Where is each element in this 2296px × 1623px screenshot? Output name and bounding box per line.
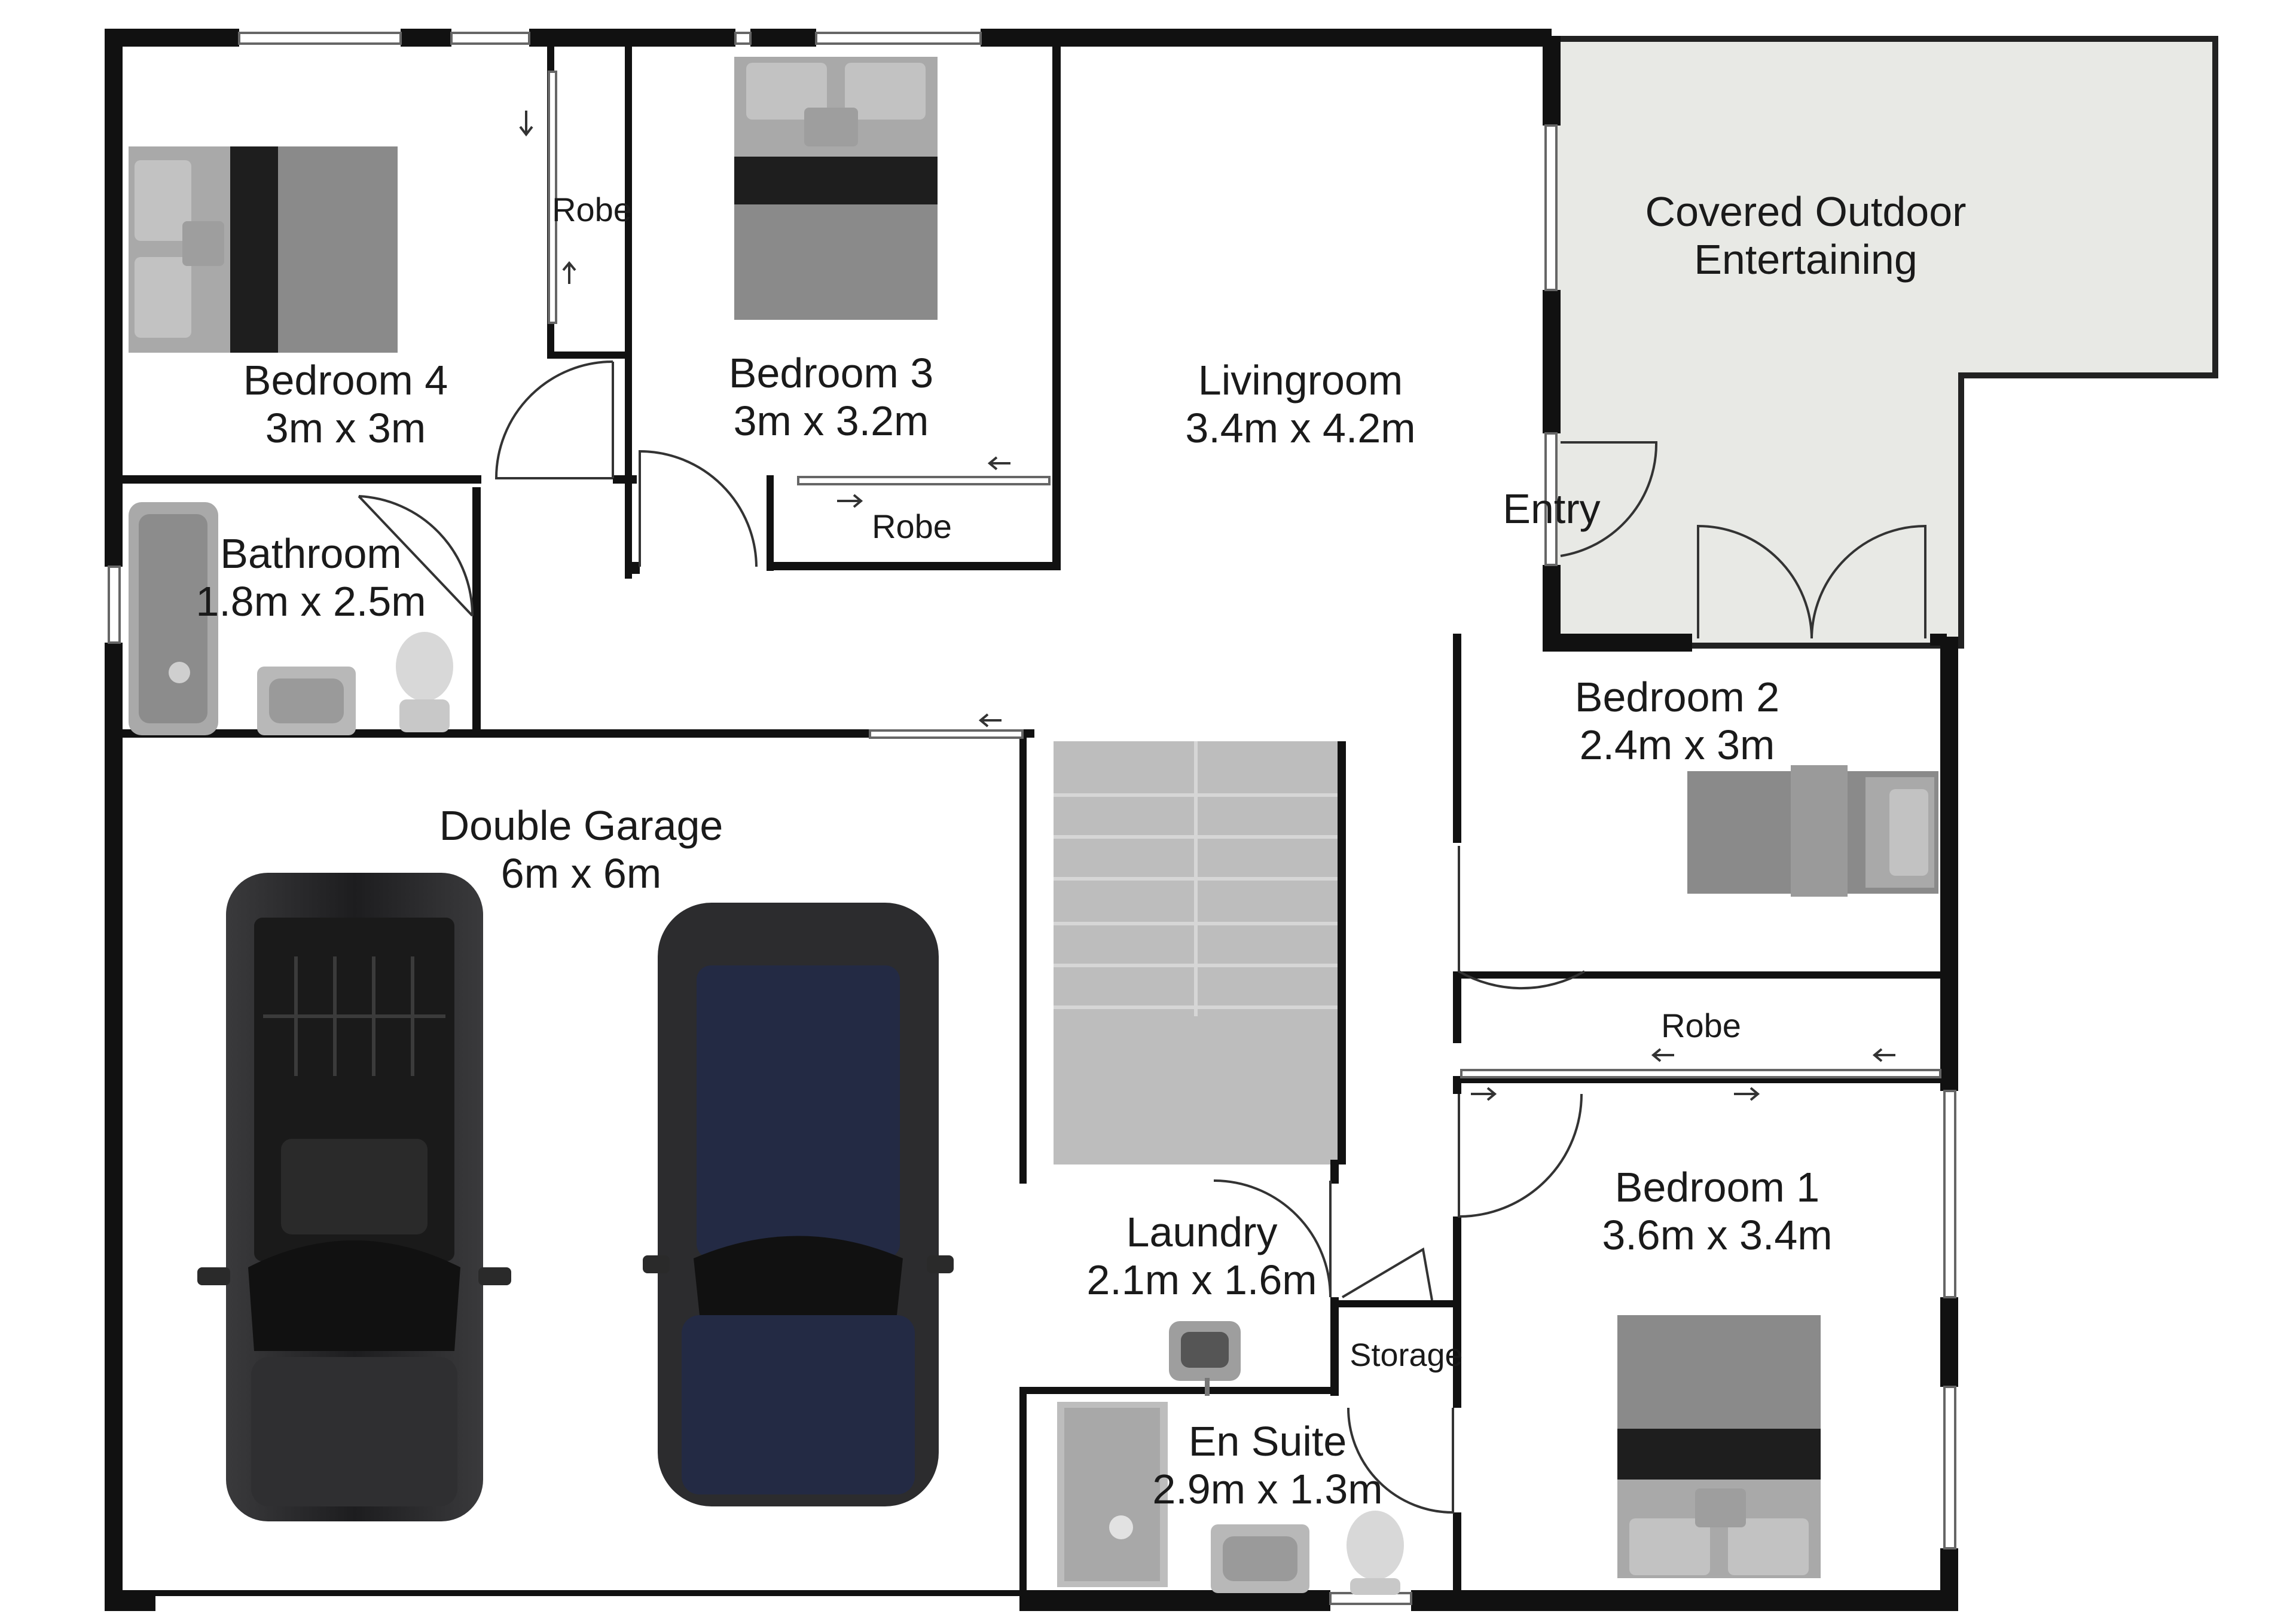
robe-bed3-label: Robe: [872, 508, 952, 545]
bathroom-size: 1.8m x 2.5m: [196, 578, 426, 625]
door-swing-icon: [358, 360, 1926, 1514]
stairs-icon: [1054, 741, 1338, 1164]
shower-icon: [1057, 1402, 1168, 1587]
outdoor-line2: Entertaining: [1694, 236, 1918, 283]
bedroom3-size: 3m x 3.2m: [734, 398, 929, 444]
room-labels: Bedroom 4 3m x 3m Robe Bedroom 3 3m x 3.…: [196, 188, 1966, 1512]
entry-label: Entry: [1503, 485, 1600, 532]
bathtub-icon: [129, 502, 218, 735]
sink-icon: [257, 667, 1309, 1593]
livingroom-name: Livingroom: [1198, 357, 1403, 404]
bathroom-name: Bathroom: [220, 530, 401, 577]
ensuite-name: En Suite: [1189, 1418, 1347, 1465]
bedroom3-name: Bedroom 3: [729, 350, 933, 396]
bed-icon: [129, 57, 1938, 1578]
livingroom-size: 3.4m x 4.2m: [1185, 405, 1415, 451]
robe-bed2-label: Robe: [1661, 1007, 1741, 1044]
toilet-icon: [396, 632, 1404, 1595]
laundry-size: 2.1m x 1.6m: [1086, 1257, 1317, 1303]
bedroom1-name: Bedroom 1: [1615, 1164, 1819, 1211]
outdoor-area: [1552, 36, 2218, 649]
car-icon: [197, 873, 954, 1521]
storage-label: Storage: [1349, 1337, 1463, 1373]
walls: [105, 29, 1958, 1611]
window-icon: [108, 32, 1956, 1605]
bedroom4-size: 3m x 3m: [265, 405, 426, 451]
robe-bed4-label: Robe: [552, 191, 632, 228]
arrow-icons: [519, 111, 1895, 1101]
bedroom2-name: Bedroom 2: [1575, 674, 1779, 720]
garage-name: Double Garage: [439, 802, 723, 849]
bedroom2-size: 2.4m x 3m: [1580, 722, 1775, 768]
ensuite-size: 2.9m x 1.3m: [1152, 1466, 1382, 1512]
outdoor-line1: Covered Outdoor: [1645, 188, 1967, 235]
laundry-name: Laundry: [1126, 1209, 1278, 1255]
bedroom1-size: 3.6m x 3.4m: [1602, 1212, 1832, 1258]
garage-size: 6m x 6m: [501, 850, 661, 897]
robe-tracks: [548, 71, 1941, 1078]
bedroom4-name: Bedroom 4: [243, 357, 448, 404]
